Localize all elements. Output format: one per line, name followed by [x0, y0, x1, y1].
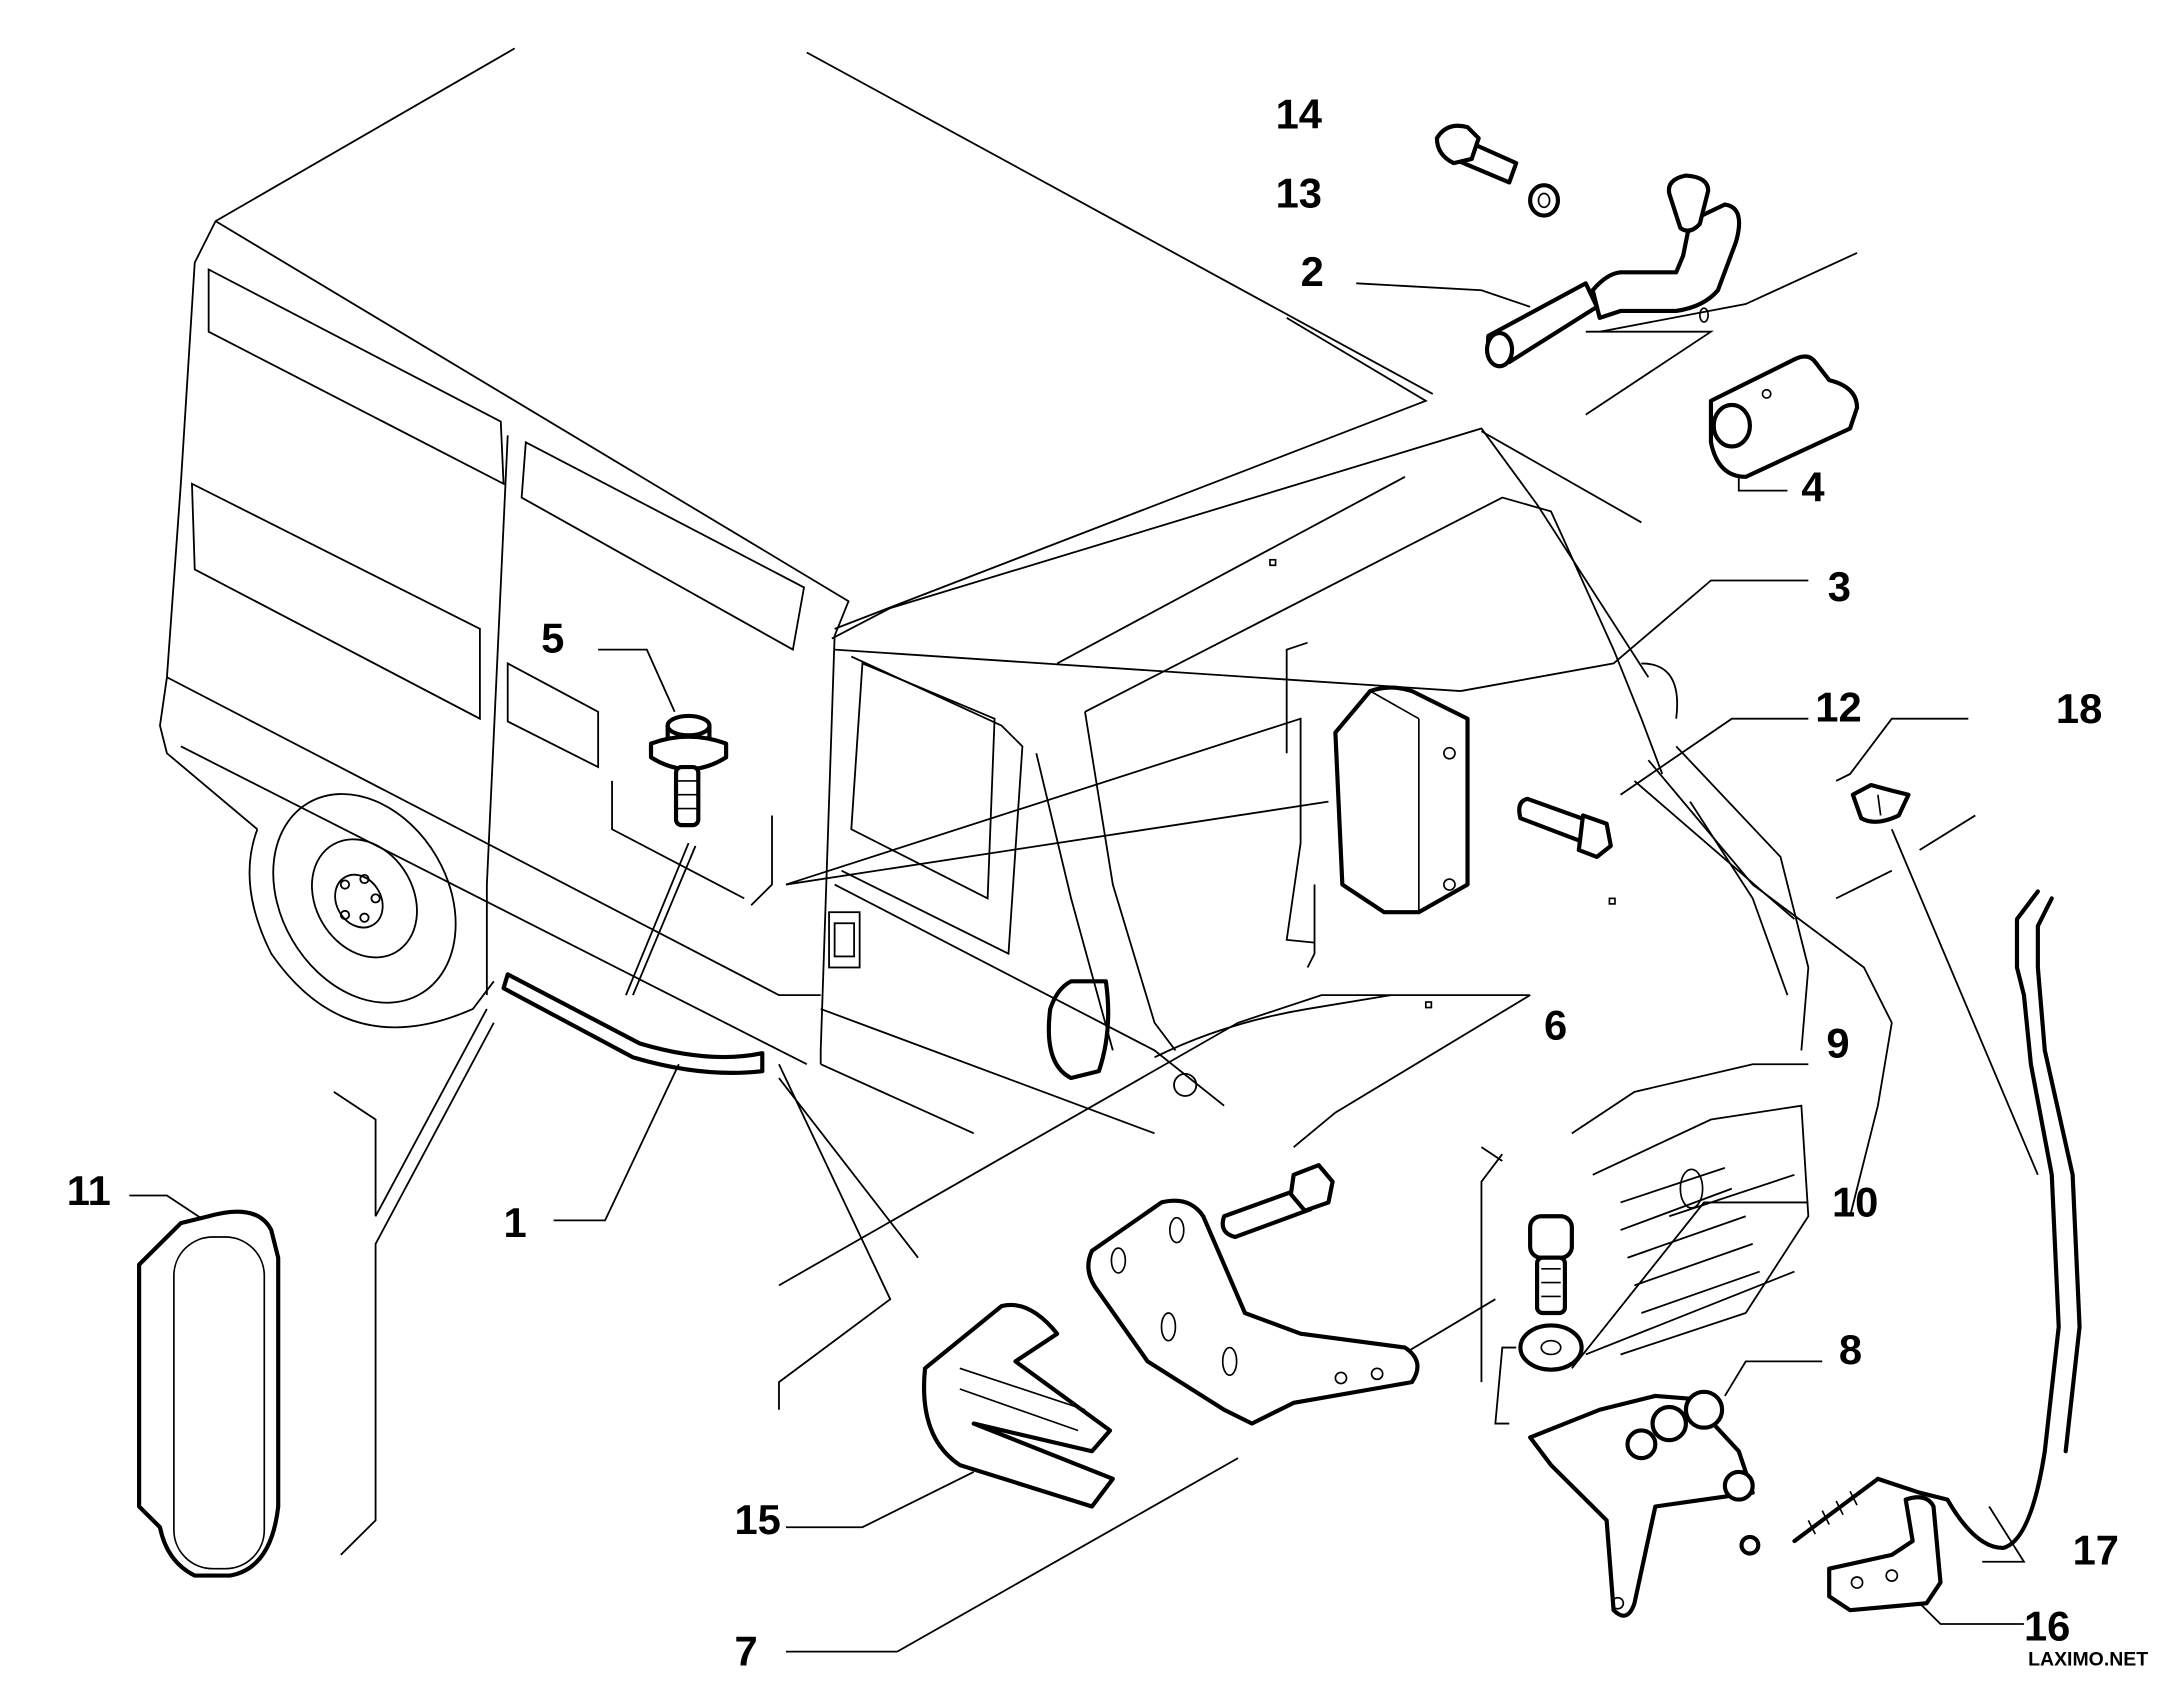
side-mirror [1046, 979, 1111, 1081]
part-8-roller-carriage [1528, 1389, 1755, 1618]
part-2-hinge-arm [1484, 173, 1742, 369]
part-9-socket-screw [1528, 1214, 1574, 1316]
part-17-control-cable [1739, 889, 2082, 1556]
part-3-stop-block [1333, 685, 1470, 915]
part-1-seal-strip [501, 972, 765, 1075]
callout-16: 16 [2024, 1603, 2070, 1650]
van-body-outline [159, 47, 1893, 1356]
callout-14: 14 [1276, 91, 1322, 138]
callout-5: 5 [541, 614, 564, 661]
callout-12: 12 [1815, 684, 1861, 731]
part-5-striker-pin [648, 713, 729, 828]
callout-10: 10 [1832, 1178, 1878, 1225]
callout-18: 18 [2056, 685, 2102, 732]
part-16-cable-bracket [1827, 1495, 1943, 1613]
door-handle [828, 911, 861, 969]
part-14-bolt [1434, 123, 1519, 185]
callout-13: 13 [1276, 169, 1322, 216]
part-13-washer [1528, 183, 1561, 218]
part-4-bushing [1708, 354, 1860, 479]
callout-9: 9 [1826, 1019, 1849, 1066]
callout-17: 17 [2073, 1527, 2119, 1574]
part-15-spacer-plate [922, 1303, 1115, 1509]
part-10-washer [1518, 1323, 1584, 1372]
callout-7: 7 [734, 1628, 757, 1675]
part-12-bolt [1517, 796, 1613, 859]
callout-4: 4 [1801, 464, 1824, 511]
callout-6: 6 [1544, 1001, 1567, 1048]
part-6-bolt [1220, 1163, 1335, 1240]
callout-11: 11 [67, 1167, 111, 1214]
callout-labels: 1 2 3 4 5 6 7 8 9 10 11 12 13 14 15 16 1… [67, 91, 2149, 1675]
part-7-bracket [1086, 1198, 1420, 1426]
callout-15: 15 [734, 1496, 780, 1543]
van-wheel [248, 793, 495, 1029]
callout-3: 3 [1828, 563, 1851, 610]
watermark: LAXIMO.NET [2028, 1649, 2148, 1671]
callout-8: 8 [1839, 1326, 1862, 1373]
callout-2: 2 [1301, 248, 1324, 295]
part-18-clip [1850, 782, 1911, 824]
part-11-cover-cap [137, 1209, 281, 1578]
callout-1: 1 [504, 1199, 527, 1246]
